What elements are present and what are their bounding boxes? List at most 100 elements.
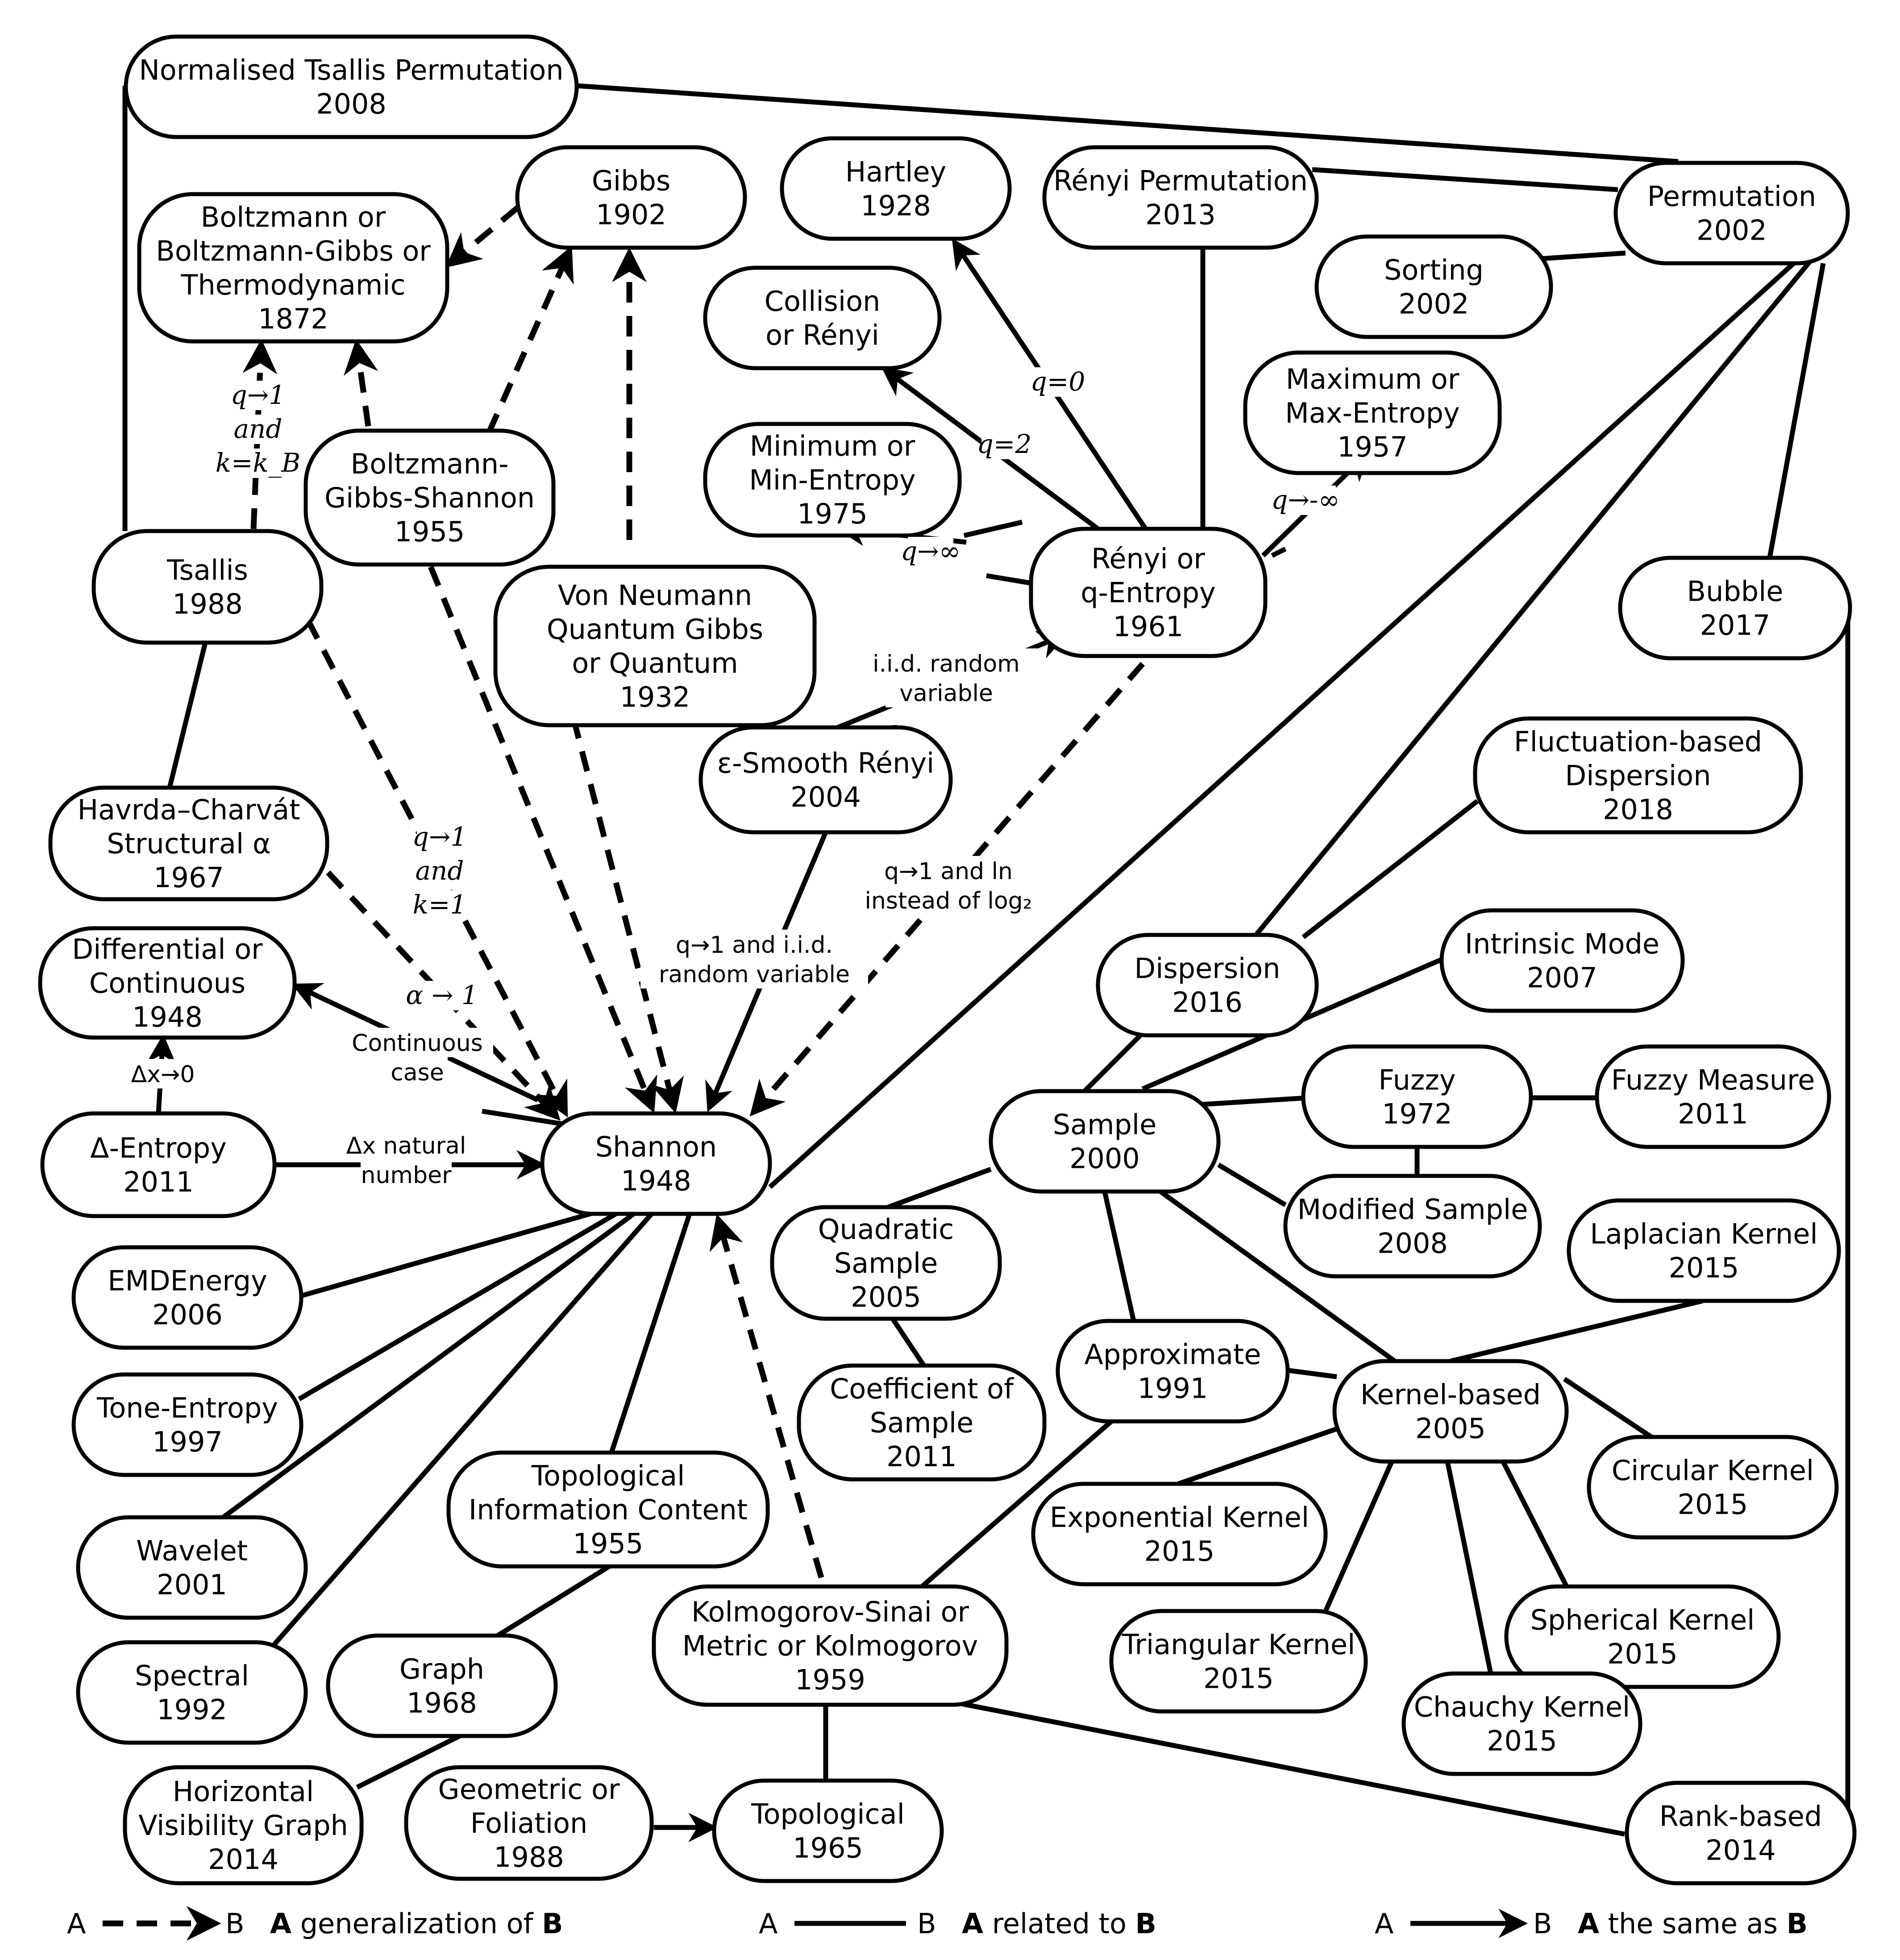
node-label-line: Foliation: [470, 1807, 588, 1840]
edge-renyi-max: [1271, 547, 1287, 558]
edge-label-background: [835, 885, 1062, 915]
node-box: [1243, 350, 1502, 475]
node-box: [404, 1765, 654, 1881]
node-box: [989, 1089, 1221, 1194]
node-label-line: Sample: [1053, 1109, 1156, 1141]
edge-label-renyi-collision: q=2: [977, 429, 1031, 459]
node-box: [71, 1372, 304, 1477]
edge-label-background: [404, 981, 480, 1010]
edge-label-line: q=0: [1031, 366, 1085, 397]
node-label-line: Rényi or: [1091, 543, 1205, 575]
edge-label-background: [330, 1130, 482, 1160]
node-label-line: Boltzmann-: [351, 448, 509, 480]
node-box: [797, 1363, 1047, 1482]
node-box: [770, 1205, 1002, 1321]
node-label-line: Quantum Gibbs: [547, 613, 763, 646]
node-box: [515, 145, 747, 250]
node-box: [1096, 933, 1319, 1038]
node-label-line: Min-Entropy: [749, 464, 915, 496]
edge-perm-shannon: [768, 257, 1800, 1189]
edge-kernel-chauchy: [1443, 1454, 1493, 1674]
node-label-line: 2000: [1069, 1142, 1140, 1175]
legend-b: B: [1533, 1907, 1552, 1940]
node-label-line: 1948: [132, 1001, 203, 1034]
node-label-line: Triangular Kernel: [1122, 1628, 1355, 1661]
node-label-line: Hartley: [845, 156, 946, 188]
node-label-line: Differential or: [72, 933, 263, 966]
node-label-line: 1997: [152, 1426, 223, 1458]
node-label-line: Approximate: [1084, 1338, 1261, 1371]
node-label-line: 2004: [790, 781, 861, 814]
node-label-line: EMDEnergy: [108, 1265, 267, 1297]
edge-dispersion-sample: [1081, 1031, 1144, 1095]
node-label-line: Spherical Kernel: [1530, 1604, 1755, 1636]
node-label-line: 2011: [886, 1441, 957, 1473]
edge-label-line: number: [361, 1162, 452, 1189]
node-label-line: 1955: [573, 1528, 644, 1560]
edge-approx-kolmogorov: [918, 1419, 1113, 1591]
node-label-line: 2008: [1377, 1227, 1448, 1260]
node-label-line: 1965: [793, 1832, 863, 1864]
node-label-line: 1967: [154, 861, 224, 894]
node-label-line: Bubble: [1687, 575, 1784, 608]
edge-graph-hvg: [356, 1729, 470, 1790]
node-label-line: 1957: [1337, 431, 1408, 463]
edge-label-background: [1035, 367, 1081, 397]
node-label-line: 1928: [861, 190, 931, 222]
node-label-line: 2005: [851, 1281, 921, 1313]
edge-label-delta-diff: Δx→0: [131, 1059, 195, 1088]
node-box: [1439, 908, 1685, 1013]
node-box: [124, 34, 579, 139]
edge-kernel-circular: [1563, 1377, 1653, 1439]
legend-b: B: [917, 1907, 936, 1940]
edge-shannon-spectral: [270, 1212, 654, 1649]
node-label-line: Geometric or: [438, 1773, 620, 1806]
node-label-line: 1959: [795, 1664, 865, 1696]
edge-tsallisperm-permutation: [575, 83, 1679, 164]
edge-continuous-shannon: [482, 1109, 567, 1127]
node-label-line: 1948: [621, 1165, 691, 1197]
node-label-line: 2015: [1144, 1535, 1215, 1568]
edge-vonneumann-shannon: [570, 718, 684, 1114]
node-label-line: 2008: [316, 88, 387, 120]
edge-label-line: Δx→0: [131, 1061, 195, 1088]
node-label-line: Von Neumann: [558, 579, 752, 612]
node-box: [1473, 716, 1803, 835]
node-label-line: 2005: [1415, 1412, 1486, 1445]
edge-label-line: instead of log₂: [865, 888, 1032, 914]
node-label-line: Laplacian Kernel: [1590, 1218, 1817, 1250]
node-label-line: Topological: [531, 1460, 685, 1492]
edge-perm-bubble: [1767, 263, 1826, 558]
node-label-line: q-Entropy: [1081, 577, 1216, 609]
edge-label-background: [235, 415, 281, 444]
node-label-line: Wavelet: [136, 1535, 248, 1567]
node-box: [76, 1515, 308, 1620]
node-label-line: Sorting: [1384, 254, 1484, 287]
edge-label-line: k=k_B: [216, 448, 301, 478]
node-label-line: 2007: [1527, 962, 1597, 994]
node-label-line: Fuzzy: [1378, 1064, 1455, 1096]
edge-label-background: [873, 856, 1024, 885]
node-box: [1042, 145, 1319, 250]
edge-shannon-topoinfo: [609, 1213, 692, 1453]
node-box: [703, 422, 962, 538]
edge-sample-approximate: [1102, 1191, 1136, 1322]
edge-label-background: [220, 448, 296, 478]
node-box: [703, 266, 942, 370]
legend-a: A: [67, 1907, 86, 1940]
legend-a: A: [1375, 1907, 1393, 1940]
node-label-line: Horizontal: [173, 1775, 314, 1808]
